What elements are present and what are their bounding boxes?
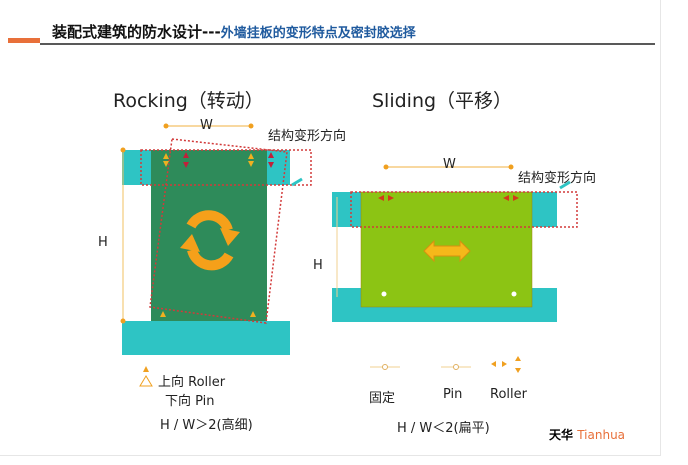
rocking-w-label: W (200, 118, 213, 133)
sliding-legend-pin: Pin (443, 387, 463, 402)
rocking-legend-up: 上向 Roller (158, 375, 226, 390)
logo-cn: 天华 (549, 428, 574, 442)
rocking-h-label: H (98, 235, 108, 250)
rotated-outline (149, 138, 288, 324)
title-sub: 外墙挂板的变形特点及密封胶选择 (220, 26, 416, 41)
rocking-diagram (120, 123, 312, 355)
roller-markers (160, 153, 256, 317)
displaced-beam-outline (350, 191, 578, 228)
page-title: 装配式建筑的防水设计---外墙挂板的变形特点及密封胶选择 (52, 21, 416, 42)
panel (151, 150, 267, 321)
direction-arrow-icon (559, 180, 571, 190)
sliding-h-label: H (313, 258, 323, 273)
title-main: 装配式建筑的防水设计--- (52, 23, 221, 41)
legend-fixed-icon (370, 364, 400, 370)
rocking-direction-label: 结构变形方向 (268, 129, 347, 144)
pin-marker (511, 291, 517, 297)
sliding-w-label: W (443, 157, 456, 172)
sliding-direction-label: 结构变形方向 (518, 171, 597, 186)
sliding-legend-fixed: 固定 (369, 391, 396, 406)
sliding-ratio: H / W＜2(扁平) (397, 421, 490, 436)
logo: 天华 Tianhua (549, 426, 625, 443)
rocking-title: Rocking（转动） (113, 90, 264, 112)
legend-triangle-icon (139, 366, 153, 387)
slide-arrow-icon (423, 239, 471, 263)
legend-roller-icon (491, 356, 521, 373)
rocking-ratio: H / W＞2(高细) (160, 418, 253, 433)
direction-arrow-icon (291, 177, 303, 187)
legend-pin-icon (441, 364, 471, 370)
slide: 装配式建筑的防水设计---外墙挂板的变形特点及密封胶选择 Rocking（转动）… (0, 0, 661, 456)
pin-markers (183, 152, 274, 168)
displaced-beam-outline (140, 149, 312, 186)
logo-en: Tianhua (577, 428, 626, 442)
sliding-title: Sliding（平移） (372, 90, 513, 112)
roller-markers (378, 195, 519, 201)
pin-marker (381, 291, 387, 297)
rocking-legend-down: 下向 Pin (165, 394, 215, 409)
sliding-legend-roller: Roller (490, 387, 527, 402)
sliding-diagram (332, 164, 578, 373)
rotation-arrows-icon (186, 210, 234, 271)
bottom-beam (122, 321, 290, 355)
accent-bar (8, 38, 40, 43)
